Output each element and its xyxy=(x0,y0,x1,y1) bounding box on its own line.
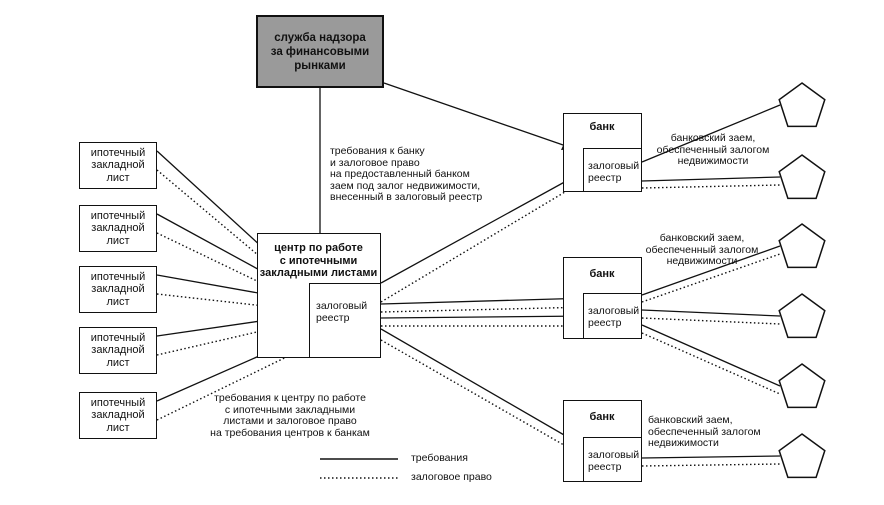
bank-registry-label: залоговый реестр xyxy=(588,449,640,473)
legend-lien-label: залоговое право xyxy=(411,471,492,483)
center-registry: залоговый реестр xyxy=(309,283,381,358)
bank-registry-label: залоговый реестр xyxy=(588,160,640,184)
bank-loan-note-3: банковский заем, обеспеченный залогом не… xyxy=(648,414,761,449)
bank-property-claim-line xyxy=(641,309,781,317)
bank-loan-note-1: банковский заем, обеспеченный залогом не… xyxy=(656,132,770,167)
bank-property-pledge-line xyxy=(641,463,781,467)
supervisor-to-bank-line xyxy=(383,82,567,147)
bank-property-claim-line xyxy=(641,104,781,163)
center-bank-claim-line xyxy=(380,167,591,284)
pentagon-icon xyxy=(778,363,826,409)
lien-box-4: ипотечный закладной лист xyxy=(79,327,157,374)
bank-claims-annotation: требования к банку и залоговое право на … xyxy=(330,145,483,203)
legend-claims-label: требования xyxy=(411,452,468,464)
supervisor-box: служба надзора за финансовыми рынками xyxy=(256,15,384,88)
pentagon-icon xyxy=(778,433,826,479)
center-claims-annotation: требования к центру по работе с ипотечны… xyxy=(210,392,370,439)
lien-pledge-line xyxy=(156,345,310,421)
pentagon-icon xyxy=(778,293,826,339)
lien-box-1: ипотечный закладной лист xyxy=(79,142,157,189)
bank-property-pledge-line xyxy=(641,332,781,395)
center-bank-pledge-line xyxy=(380,339,591,461)
bank-title: банк xyxy=(589,411,615,423)
bank-property-claim-line xyxy=(641,245,781,296)
bank-title: банк xyxy=(589,268,615,280)
bank-property-claim-line xyxy=(641,176,781,182)
lien-box-5: ипотечный закладной лист xyxy=(79,392,157,439)
supervisor-label: служба надзора за финансовыми рынками xyxy=(270,31,370,72)
pentagon-icon xyxy=(778,223,826,269)
lien-pledge-line xyxy=(156,293,310,312)
lien-pledge-line xyxy=(156,169,310,299)
bank-registry-2: залоговый реестр xyxy=(583,293,642,339)
center-bank-claim-line xyxy=(380,315,591,319)
bank-property-claim-line xyxy=(641,455,781,459)
pentagon-icon xyxy=(778,154,826,200)
bank-property-pledge-line xyxy=(641,253,781,303)
lien-box-3: ипотечный закладной лист xyxy=(79,266,157,313)
lien-label: ипотечный закладной лист xyxy=(90,209,146,247)
bank-registry-1: залоговый реестр xyxy=(583,148,642,192)
bank-property-claim-line xyxy=(641,324,781,387)
bank-property-pledge-line xyxy=(641,184,781,189)
center-title: центр по работе с ипотечными закладными … xyxy=(259,242,378,279)
center-bank-claim-line xyxy=(380,297,591,305)
center-registry-label: залоговый реестр xyxy=(316,300,368,324)
bank-title: банк xyxy=(589,121,615,133)
bank-property-pledge-line xyxy=(641,317,781,325)
bank-registry-label: залоговый реестр xyxy=(588,305,640,329)
lien-label: ипотечный закладной лист xyxy=(90,396,146,434)
center-bank-pledge-line xyxy=(380,176,591,303)
bank-loan-note-2: банковский заем, обеспеченный залогом не… xyxy=(645,232,759,267)
lien-box-2: ипотечный закладной лист xyxy=(79,205,157,252)
bank-registry-3: залоговый реестр xyxy=(583,437,642,482)
lien-label: ипотечный закладной лист xyxy=(90,270,146,308)
center-bank-claim-line xyxy=(380,328,591,451)
lien-label: ипотечный закладной лист xyxy=(90,146,146,184)
pentagon-icon xyxy=(778,82,826,128)
lien-label: ипотечный закладной лист xyxy=(90,331,146,369)
center-bank-pledge-line xyxy=(380,306,591,313)
